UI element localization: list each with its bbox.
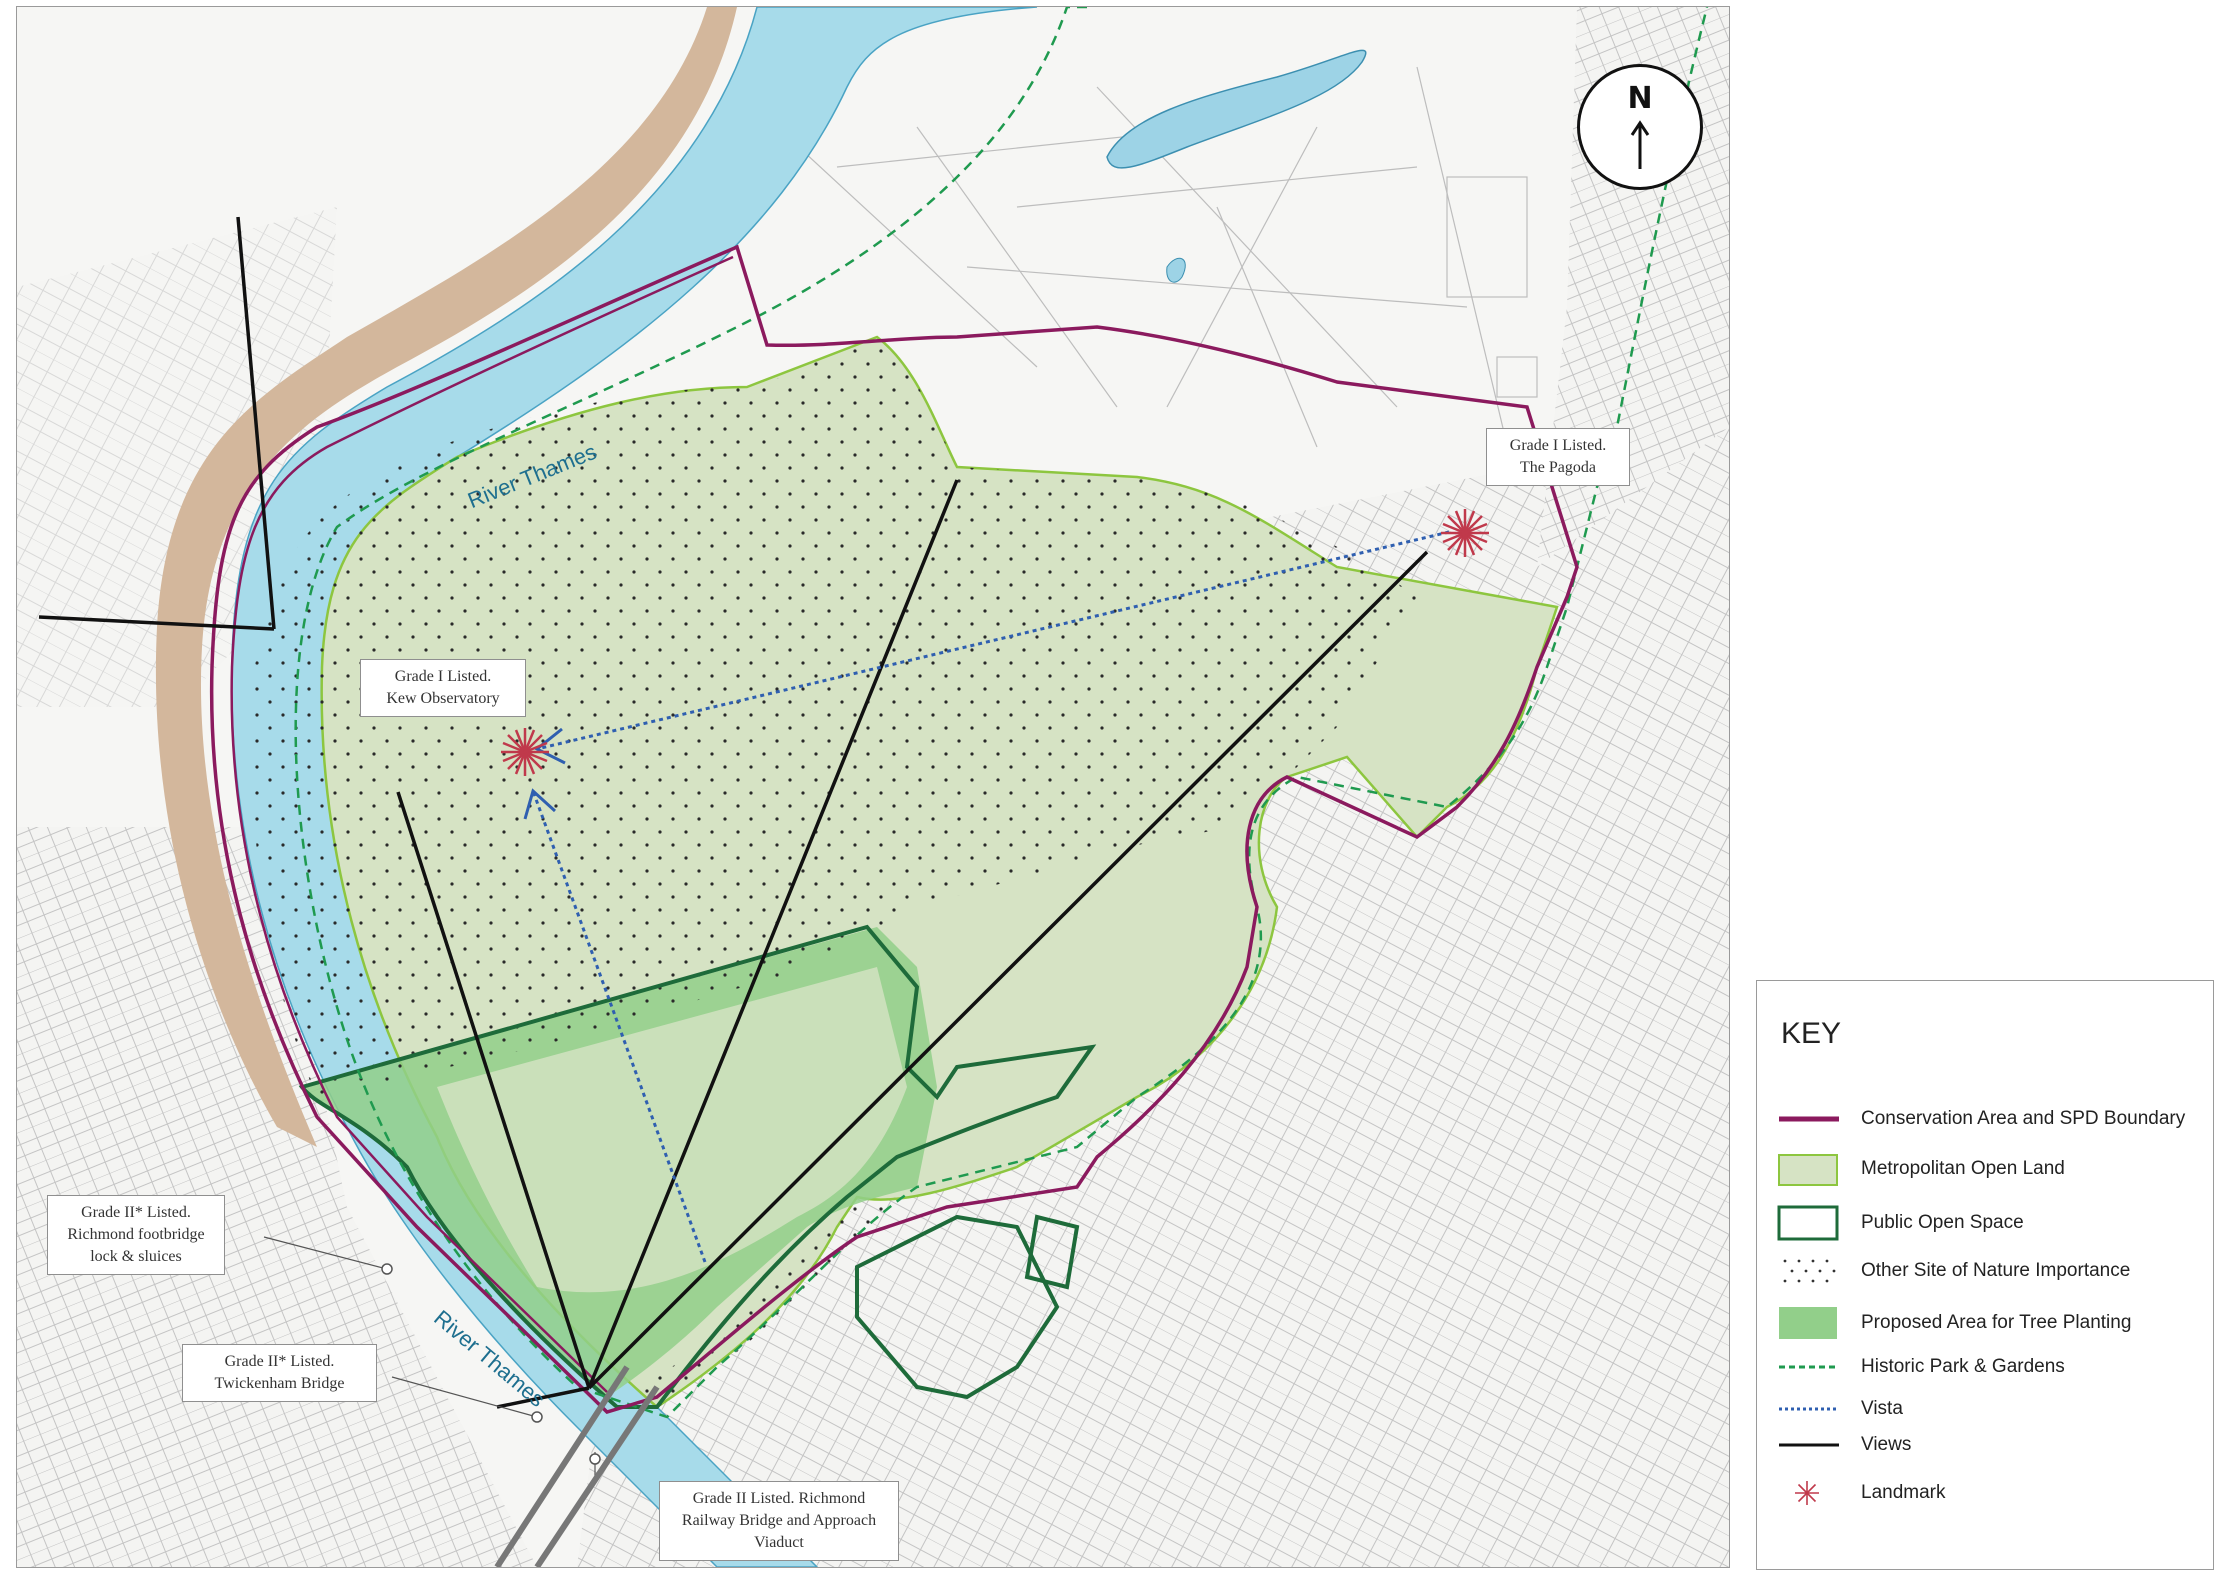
tree-planting-swatch xyxy=(1779,1307,1837,1339)
metropolitan-open-land-swatch xyxy=(1778,1154,1838,1186)
key-label-conservation-boundary: Conservation Area and SPD Boundary xyxy=(1861,1108,2186,1129)
key-item-views: Views xyxy=(1777,1425,2207,1465)
callout-observatory-line2: Kew Observatory xyxy=(386,690,500,707)
river-bank xyxy=(155,7,737,1147)
public-open-space xyxy=(298,924,1097,1409)
key-item-tree-planting: Proposed Area for Tree Planting xyxy=(1777,1303,2207,1343)
callout-pagoda-line1: Grade I Listed. xyxy=(1509,437,1607,454)
key-item-nature-importance: Other Site of Nature Importance xyxy=(1777,1251,2207,1291)
key-item-landmark: Landmark xyxy=(1777,1473,2207,1513)
vista-arrowheads xyxy=(523,727,566,820)
callout-twickenham-bridge: Grade II* Listed. Twickenham Bridge xyxy=(182,1344,377,1402)
key-label-public-open-space: Public Open Space xyxy=(1861,1212,2024,1233)
views xyxy=(38,216,1429,1409)
key-item-public-open-space: Public Open Space xyxy=(1777,1203,2207,1243)
callout-railway-line2: Railway Bridge and Approach xyxy=(681,1512,877,1529)
callout-footbridge-line2: Richmond footbridge xyxy=(67,1226,205,1243)
key-label-landmark: Landmark xyxy=(1861,1482,1946,1503)
north-arrow-icon xyxy=(1630,120,1650,169)
conservation-area-boundary xyxy=(209,244,1579,1414)
key-item-historic-park: Historic Park & Gardens xyxy=(1777,1347,2207,1387)
key-item-metropolitan-open-land: Metropolitan Open Land xyxy=(1777,1149,2207,1189)
historic-park-swatch xyxy=(1779,1365,1839,1369)
callout-footbridge-line1: Grade II* Listed. xyxy=(81,1204,191,1221)
vista-swatch xyxy=(1779,1407,1839,1411)
public-open-space-swatch xyxy=(1777,1205,1839,1241)
key-item-conservation-boundary: Conservation Area and SPD Boundary xyxy=(1777,1099,2207,1139)
key-label-metropolitan-open-land: Metropolitan Open Land xyxy=(1861,1158,2065,1179)
callout-footbridge-line3: lock & sluices xyxy=(90,1248,182,1265)
conservation-boundary-swatch xyxy=(1779,1116,1839,1122)
key-label-vista: Vista xyxy=(1861,1398,1903,1419)
callout-kew-observatory: Grade I Listed. Kew Observatory xyxy=(360,659,526,717)
callout-twickenham-line2: Twickenham Bridge xyxy=(214,1375,345,1392)
callout-pagoda-line2: The Pagoda xyxy=(1520,459,1596,476)
bridge-markers xyxy=(381,1263,601,1465)
callout-twickenham-line1: Grade II* Listed. xyxy=(224,1353,335,1370)
kew-lake xyxy=(1106,49,1367,169)
callout-railway-line3: Viaduct xyxy=(754,1534,804,1551)
callout-observatory-line1: Grade I Listed. xyxy=(394,668,492,685)
vistas xyxy=(531,530,1450,1263)
landmark-asterisk-icon xyxy=(1795,1481,1819,1505)
kew-pond xyxy=(1166,257,1186,283)
map-canvas xyxy=(17,7,1729,1567)
north-arrow: N xyxy=(1577,64,1703,190)
map-key-panel: KEY Conservation Area and SPD Boundary M… xyxy=(1756,980,2214,1570)
nature-importance-strip xyxy=(617,1197,897,1417)
key-item-vista: Vista xyxy=(1777,1389,2207,1429)
historic-park-boundary xyxy=(294,7,1709,1419)
callout-the-pagoda: Grade I Listed. The Pagoda xyxy=(1486,428,1630,486)
landmark-the-pagoda xyxy=(1441,509,1489,557)
views-swatch xyxy=(1779,1443,1839,1447)
key-label-nature-importance: Other Site of Nature Importance xyxy=(1861,1260,2131,1281)
key-label-views: Views xyxy=(1861,1434,1912,1455)
tree-planting-inner xyxy=(437,967,907,1293)
callout-railway-line1: Grade II Listed. Richmond xyxy=(692,1490,866,1507)
callout-railway-bridge: Grade II Listed. Richmond Railway Bridge… xyxy=(659,1481,899,1561)
north-label: N xyxy=(1627,81,1653,116)
bridges xyxy=(494,1365,660,1567)
nature-importance-area xyxy=(251,337,1417,1097)
key-label-historic-park: Historic Park & Gardens xyxy=(1861,1356,2065,1377)
conservation-area-inner xyxy=(230,255,734,1393)
key-label-tree-planting: Proposed Area for Tree Planting xyxy=(1861,1312,2132,1333)
site-map: River Thames River Thames Grade I Listed… xyxy=(16,6,1730,1568)
landmark-kew-observatory xyxy=(501,728,549,776)
key-title: KEY xyxy=(1781,1017,1842,1050)
nature-importance-swatch xyxy=(1783,1259,1836,1283)
callout-richmond-footbridge: Grade II* Listed. Richmond footbridge lo… xyxy=(47,1195,225,1275)
